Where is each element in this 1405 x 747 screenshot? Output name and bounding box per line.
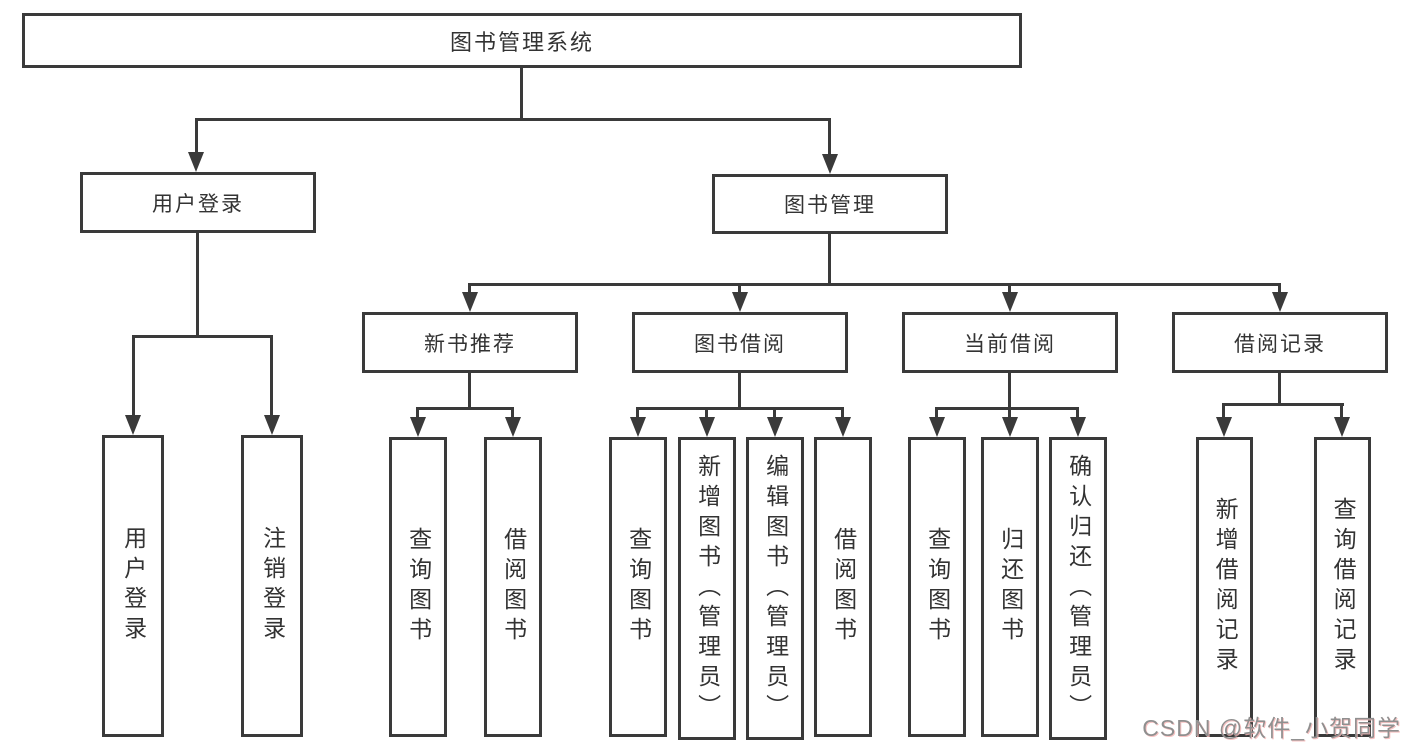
arrow-down-icon xyxy=(929,417,945,437)
leaf-cb-query-books: 查询图书 xyxy=(908,437,966,737)
csdn-watermark: CSDN @软件_小贺同学 xyxy=(1142,715,1401,741)
leaf-bb-borrow-books: 借阅图书 xyxy=(814,437,872,737)
arrow-down-icon xyxy=(1272,292,1288,312)
connector-line xyxy=(1076,407,1079,421)
connector-line xyxy=(1278,283,1281,297)
arrow-down-icon xyxy=(699,417,715,437)
connector-line xyxy=(935,407,1079,410)
connector-line xyxy=(935,407,938,421)
node-book-borrow: 图书借阅 xyxy=(632,312,848,373)
arrow-down-icon xyxy=(732,292,748,312)
leaf-cb-query-books-label: 查询图书 xyxy=(924,527,951,647)
node-borrow-record: 借阅记录 xyxy=(1172,312,1388,373)
leaf-bb-query-books-label: 查询图书 xyxy=(625,527,652,647)
arrow-down-icon xyxy=(264,415,280,435)
connector-line xyxy=(196,233,199,338)
arrow-down-icon xyxy=(1002,292,1018,312)
leaf-logout-label: 注销登录 xyxy=(259,526,286,646)
connector-line xyxy=(195,118,198,156)
node-book-mgmt-label: 图书管理 xyxy=(784,194,876,217)
connector-line xyxy=(705,407,708,421)
node-user-login: 用户登录 xyxy=(80,172,316,233)
connector-line xyxy=(1278,373,1281,406)
node-new-book-rec-label: 新书推荐 xyxy=(424,332,516,356)
leaf-bb-query-books: 查询图书 xyxy=(609,437,667,737)
arrow-down-icon xyxy=(1334,417,1350,437)
connector-line xyxy=(1222,403,1225,421)
arrow-down-icon xyxy=(410,417,426,437)
arrow-down-icon xyxy=(767,417,783,437)
connector-line xyxy=(1008,283,1011,297)
leaf-cb-confirm-return-label: 确认归还（管理员） xyxy=(1065,453,1092,724)
leaf-nbr-query-books-label: 查询图书 xyxy=(405,527,432,647)
connector-line xyxy=(416,407,419,421)
arrow-down-icon xyxy=(125,415,141,435)
leaf-bb-edit-books: 编辑图书（管理员） xyxy=(746,437,804,740)
node-book-mgmt: 图书管理 xyxy=(712,174,948,234)
arrow-down-icon xyxy=(835,417,851,437)
arrow-down-icon xyxy=(1002,417,1018,437)
connector-line xyxy=(468,283,1281,286)
leaf-nbr-borrow-books-label: 借阅图书 xyxy=(500,527,527,647)
connector-line xyxy=(520,68,523,121)
connector-line xyxy=(468,283,471,297)
leaf-bb-add-books: 新增图书（管理员） xyxy=(678,437,736,740)
connector-line xyxy=(828,118,831,158)
leaf-user-login-label: 用户登录 xyxy=(120,526,147,646)
leaf-bb-add-books-label: 新增图书（管理员） xyxy=(694,453,721,724)
connector-line xyxy=(1340,403,1343,421)
node-root-label: 图书管理系统 xyxy=(449,29,594,55)
connector-line xyxy=(270,335,273,419)
leaf-user-login: 用户登录 xyxy=(102,435,164,737)
arrow-down-icon xyxy=(822,154,838,174)
connector-line xyxy=(416,407,514,410)
connector-line xyxy=(738,283,741,297)
leaf-cb-confirm-return: 确认归还（管理员） xyxy=(1049,437,1107,740)
node-borrow-record-label: 借阅记录 xyxy=(1234,332,1326,356)
arrow-down-icon xyxy=(188,152,204,172)
leaf-nbr-borrow-books: 借阅图书 xyxy=(484,437,542,737)
leaf-br-query-record-label: 查询借阅记录 xyxy=(1330,497,1357,677)
node-current-borrow-label: 当前借阅 xyxy=(964,332,1056,356)
connector-line xyxy=(636,407,639,421)
connector-line xyxy=(738,373,741,410)
connector-line xyxy=(773,407,776,421)
connector-line xyxy=(195,118,831,121)
leaf-bb-edit-books-label: 编辑图书（管理员） xyxy=(762,453,789,724)
leaf-bb-borrow-books-label: 借阅图书 xyxy=(830,527,857,647)
connector-line xyxy=(841,407,844,421)
connector-line xyxy=(636,407,844,410)
connector-line xyxy=(132,335,135,419)
connector-line xyxy=(1222,403,1344,406)
leaf-br-query-record: 查询借阅记录 xyxy=(1314,437,1371,737)
arrow-down-icon xyxy=(1070,417,1086,437)
leaf-br-add-record: 新增借阅记录 xyxy=(1196,437,1253,737)
node-user-login-label: 用户登录 xyxy=(152,192,244,216)
connector-line xyxy=(1008,373,1011,410)
arrow-down-icon xyxy=(462,292,478,312)
node-root: 图书管理系统 xyxy=(22,13,1022,68)
connector-line xyxy=(468,373,471,410)
leaf-cb-return-books: 归还图书 xyxy=(981,437,1039,737)
arrow-down-icon xyxy=(505,417,521,437)
leaf-cb-return-books-label: 归还图书 xyxy=(997,527,1024,647)
leaf-nbr-query-books: 查询图书 xyxy=(389,437,447,737)
node-book-borrow-label: 图书借阅 xyxy=(694,332,786,356)
node-new-book-rec: 新书推荐 xyxy=(362,312,578,373)
connector-line xyxy=(132,335,273,338)
connector-line xyxy=(511,407,514,421)
arrow-down-icon xyxy=(630,417,646,437)
leaf-br-add-record-label: 新增借阅记录 xyxy=(1212,497,1239,677)
node-current-borrow: 当前借阅 xyxy=(902,312,1118,373)
connector-line xyxy=(1008,407,1011,421)
connector-line xyxy=(828,234,831,286)
arrow-down-icon xyxy=(1216,417,1232,437)
leaf-logout: 注销登录 xyxy=(241,435,303,737)
